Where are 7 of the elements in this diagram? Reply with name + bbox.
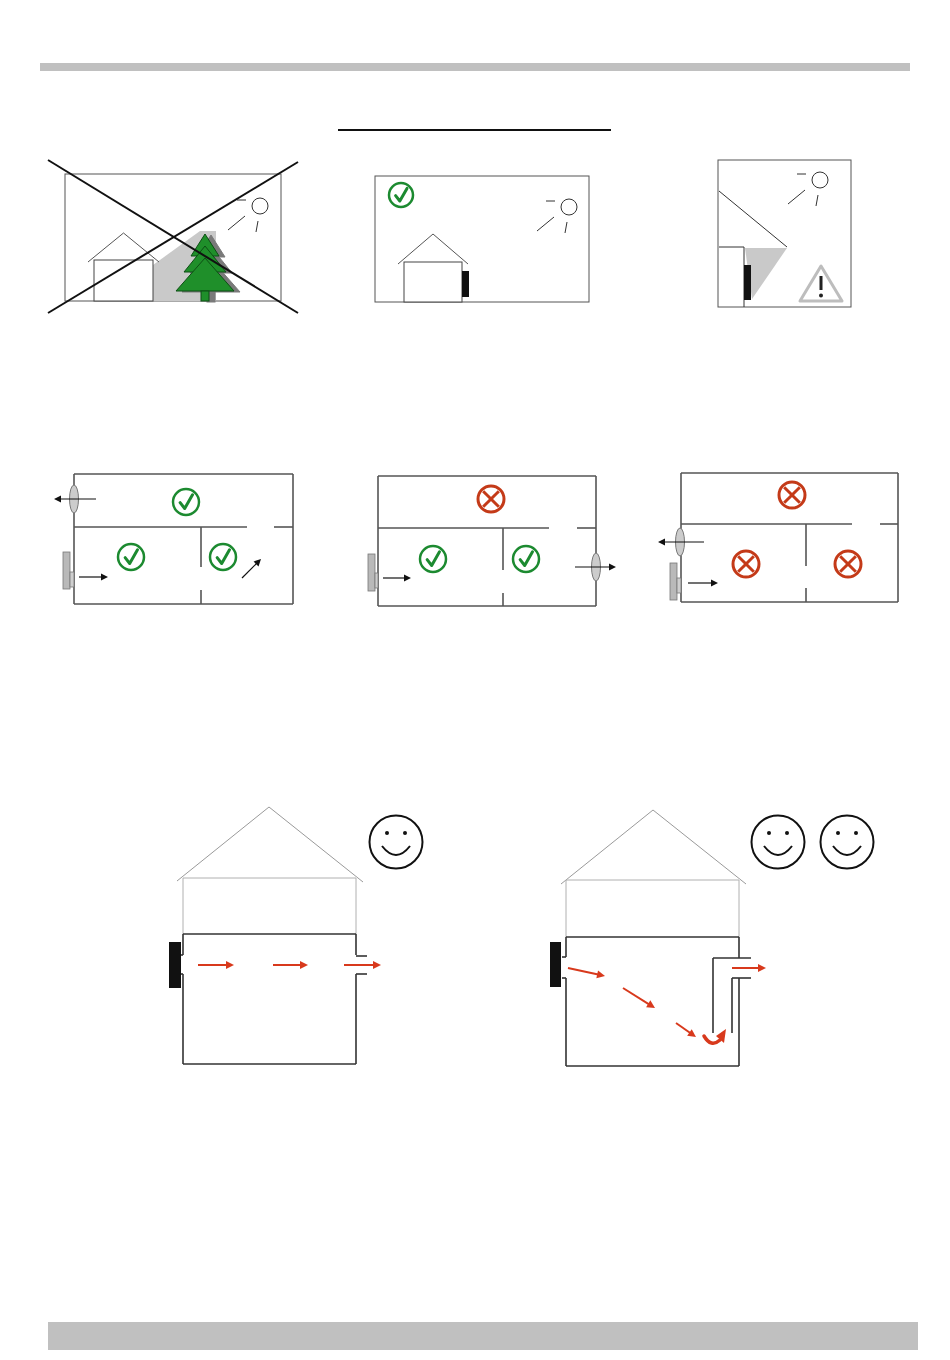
floor-plan-drawing [52,472,296,607]
floor-plan-drawing [366,474,618,608]
floor-plan-drawing [656,471,901,604]
house-section-drawing [166,805,383,1067]
sunny-site-drawing [372,173,592,305]
roof-shadow-drawing [715,157,854,310]
shaded-site-drawing [62,171,284,305]
